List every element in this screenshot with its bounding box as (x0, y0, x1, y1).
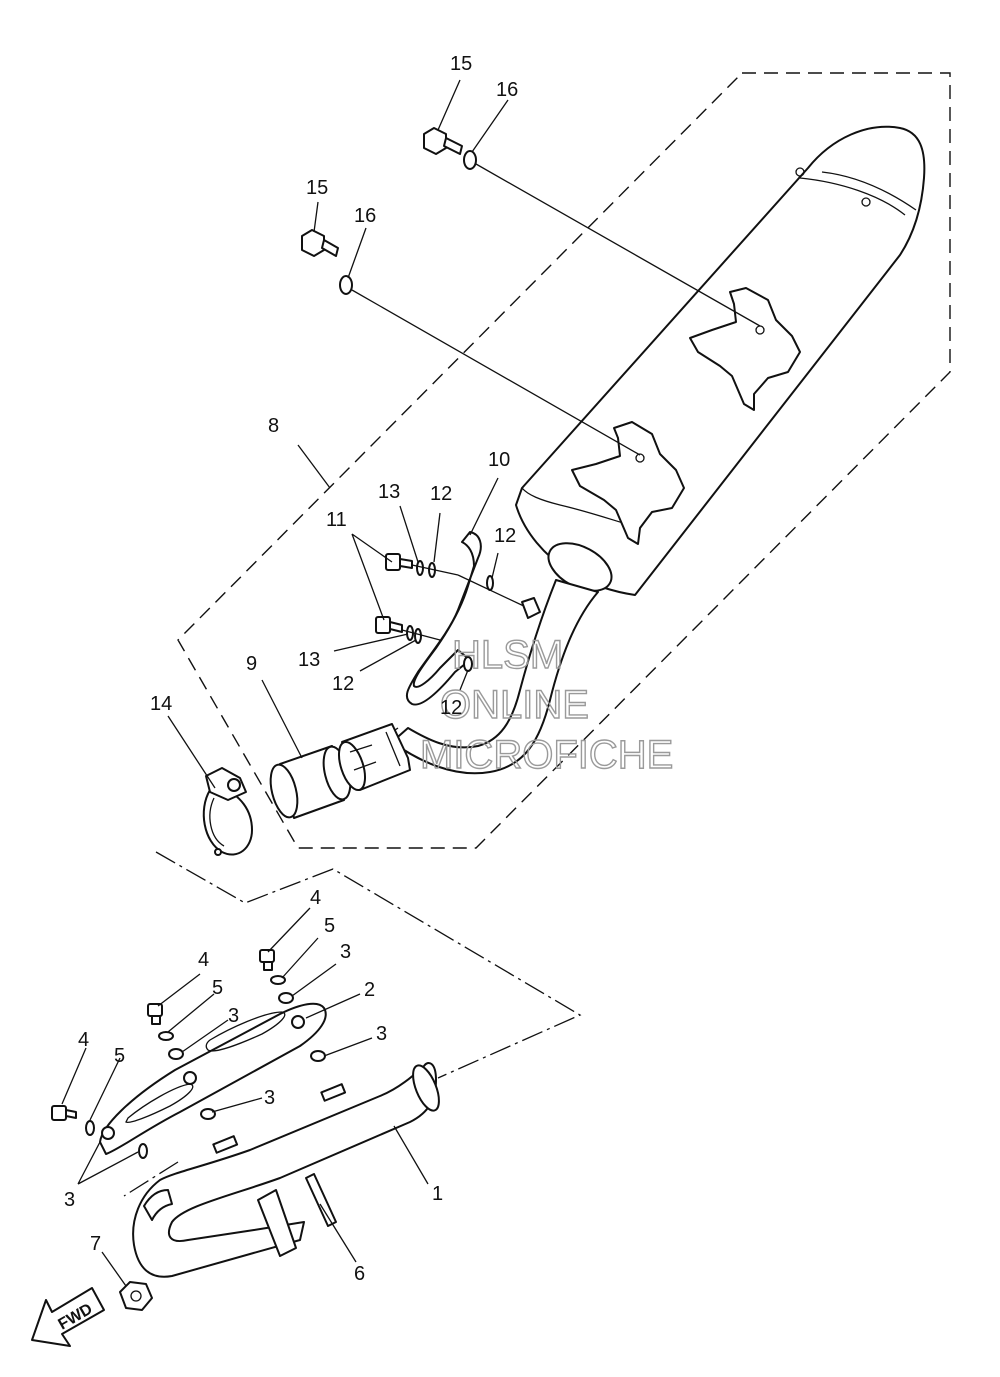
grommet-3-lower[interactable] (200, 1108, 216, 1120)
callout-5: 5 (324, 915, 335, 937)
watermark-line3: MICROFICHE (420, 733, 673, 777)
callout-12: 12 (430, 483, 452, 505)
washer-16-upper[interactable] (463, 150, 477, 170)
bolt-11-lower[interactable] (375, 616, 403, 634)
callout-11: 11 (326, 509, 347, 531)
washer-16-lower[interactable] (339, 275, 353, 295)
gasket-6[interactable] (305, 1173, 337, 1227)
exhaust-pipe[interactable] (132, 1062, 444, 1278)
callout-7: 7 (90, 1233, 101, 1255)
leader-lines (61, 79, 509, 1287)
callout-13: 13 (298, 649, 320, 671)
bolt-11-upper[interactable] (385, 553, 413, 571)
callout-13: 13 (378, 481, 400, 503)
heat-shield[interactable] (99, 1002, 327, 1155)
stay-tab (521, 597, 541, 619)
callout-15: 15 (450, 53, 472, 75)
callout-4: 4 (78, 1029, 89, 1051)
grommet-3-middle[interactable] (168, 1048, 184, 1060)
callout-6: 6 (354, 1263, 365, 1285)
watermark-line1: HLSM (452, 633, 563, 677)
callout-15: 15 (306, 177, 328, 199)
callout-3: 3 (64, 1189, 75, 1211)
nut-7[interactable] (119, 1281, 153, 1311)
muffler-assembly-boundary (177, 72, 951, 849)
grommet-3-right[interactable] (310, 1050, 326, 1062)
header-assembly-boundary (155, 851, 582, 1079)
washer-12-lower[interactable] (414, 628, 422, 644)
callout-14: 14 (150, 693, 172, 715)
callout-4: 4 (198, 949, 209, 971)
callout-8: 8 (268, 415, 279, 437)
callout-labels: 1 2 3 3 3 3 3 4 4 4 5 5 5 6 7 8 9 10 11 … (64, 53, 518, 1285)
washer-5-left[interactable] (85, 1120, 95, 1136)
callout-5: 5 (114, 1045, 125, 1067)
joint-gasket[interactable] (266, 744, 355, 820)
callout-10: 10 (488, 449, 510, 471)
callout-3: 3 (228, 1005, 239, 1027)
muffler[interactable] (515, 125, 926, 596)
bolt-4-left[interactable] (51, 1105, 77, 1121)
callout-9: 9 (246, 653, 257, 675)
clamp[interactable] (202, 767, 253, 856)
washer-13-upper[interactable] (416, 560, 424, 576)
bolt-4-middle[interactable] (147, 1003, 163, 1025)
callout-3: 3 (376, 1023, 387, 1045)
watermark-line2: ONLINE (440, 683, 589, 727)
washer-5-middle[interactable] (158, 1031, 174, 1041)
callout-4: 4 (310, 887, 321, 909)
washer-5-top[interactable] (270, 975, 286, 985)
bolt-15-upper[interactable] (423, 127, 463, 155)
callout-16: 16 (354, 205, 376, 227)
callout-12: 12 (332, 673, 354, 695)
grommet-12-right[interactable] (486, 575, 494, 591)
callout-12: 12 (494, 525, 516, 547)
bolt-4-top[interactable] (259, 949, 275, 971)
callout-5: 5 (212, 977, 223, 999)
callout-3: 3 (340, 941, 351, 963)
pipe-slotted-end (337, 723, 411, 792)
watermark: HLSM ONLINE MICROFICHE (419, 632, 674, 777)
callout-1: 1 (432, 1183, 443, 1205)
callout-16: 16 (496, 79, 518, 101)
bolt-15-lower[interactable] (301, 229, 339, 257)
callout-3: 3 (264, 1087, 275, 1109)
callout-2: 2 (364, 979, 375, 1001)
muffler-stay[interactable] (405, 531, 482, 706)
fwd-arrow-icon: FWD (31, 1287, 105, 1347)
grommet-3-top[interactable] (278, 992, 294, 1004)
grommet-3-left[interactable] (138, 1143, 148, 1159)
callout-12: 12 (440, 697, 462, 719)
